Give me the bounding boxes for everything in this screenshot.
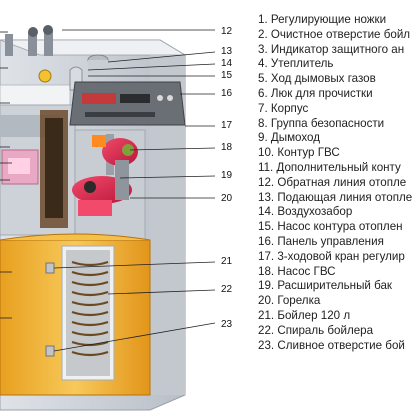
- callout-number: 19: [221, 170, 233, 181]
- legend-item: 5. Ход дымовых газов: [258, 72, 416, 87]
- combustion-chamber: [0, 105, 75, 235]
- control-panel: [70, 82, 185, 125]
- callout-number: 12: [221, 26, 233, 37]
- legend-item: 21. Бойлер 120 л: [258, 309, 416, 324]
- legend-item: 13. Подающая линия отопле: [258, 191, 416, 206]
- legend-item: 18. Насос ГВС: [258, 265, 416, 280]
- legend-item: 7. Корпус: [258, 102, 416, 117]
- legend-item: 23. Сливное отверстие бой: [258, 339, 416, 354]
- legend-item: 4. Утеплитель: [258, 57, 416, 72]
- legend-item: 2. Очистное отверстие бойл: [258, 28, 416, 43]
- legend-item: 14. Воздухозабор: [258, 205, 416, 220]
- callout-number: 20: [221, 193, 233, 204]
- legend-item: 11. Дополнительный конту: [258, 161, 416, 176]
- legend-item: 19. Расширительный бак: [258, 279, 416, 294]
- callout-number: 18: [221, 142, 233, 153]
- legend-item: 8. Группа безопасности: [258, 117, 416, 132]
- legend-item: 6. Люк для прочистки: [258, 87, 416, 102]
- callout-number: 15: [221, 70, 233, 81]
- callout-number: 13: [221, 46, 233, 57]
- legend-item: 17. 3-ходовой кран регулир: [258, 250, 416, 265]
- legend-item: 10. Контур ГВС: [258, 146, 416, 161]
- legend-item: 20. Горелка: [258, 294, 416, 309]
- callout-number: 22: [221, 284, 233, 295]
- callout-number: 14: [221, 58, 233, 69]
- hydraulic-unit: [72, 130, 145, 240]
- callout-number: 17: [221, 120, 233, 131]
- legend-item: 1. Регулирующие ножки: [258, 13, 416, 28]
- callout-number: 21: [221, 256, 233, 267]
- legend-item: 16. Панель управления: [258, 235, 416, 250]
- legend-item: 9. Дымоход: [258, 131, 416, 146]
- callout-number: 23: [221, 319, 233, 330]
- legend-item: 22. Спираль бойлера: [258, 324, 416, 339]
- legend-item: 3. Индикатор защитного ан: [258, 43, 416, 58]
- legend-item: 12. Обратная линия отопле: [258, 176, 416, 191]
- legend-item: 15. Насос контура отоплен: [258, 220, 416, 235]
- boiler-tank: [0, 234, 150, 395]
- callout-number: 16: [221, 88, 233, 99]
